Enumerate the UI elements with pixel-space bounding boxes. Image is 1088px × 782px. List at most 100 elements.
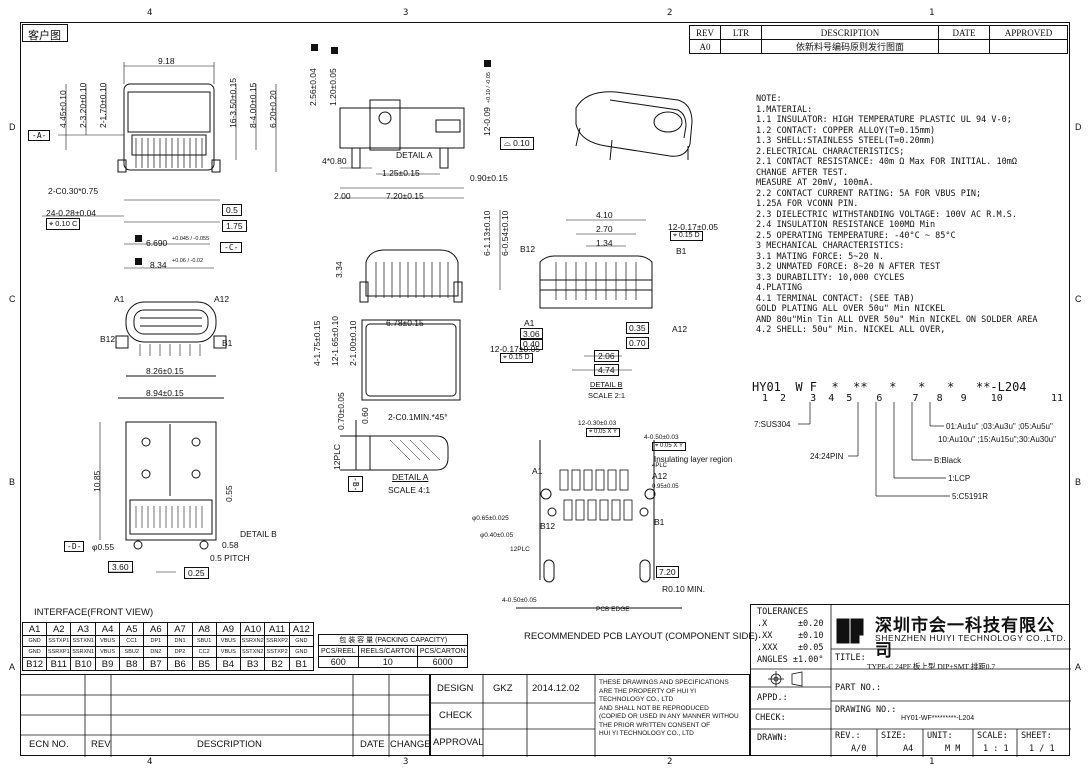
drawn-label: DRAWN: [757,733,788,743]
packing-value: 10 [357,656,418,668]
check-label: CHECK [439,710,473,721]
packing-value: 600 [318,656,359,668]
tolerance-xxx: .XXX ±0.05 [757,643,824,653]
signal-label: SSRXN1 [70,646,97,658]
signal-label: SSRXN2 [239,635,266,647]
front-view-outline [117,83,221,173]
dim-1-75-box: 1.75 [222,220,247,232]
tolerances-title: TOLERANCES [757,607,809,617]
tol-position-0-15-d-bottom: ⌖ 0.15 D [500,353,533,363]
note-line: CHANGE AFTER TEST. [756,167,849,178]
dim-16-3-50: 16-3.50±0.15 [228,77,238,128]
date-header-bottom: DATE [360,739,385,750]
dim-2-70: 2.70 [596,224,613,234]
label-a12-detail-b: A12 [672,324,688,334]
label-pcb-edge: PCB EDGE [596,606,630,613]
dim-2-1-70: 2-1.70±0.10 [98,82,108,128]
note-line: 2.ELECTRICAL CHARACTERISTICS; [756,146,905,157]
dim-0-40: 0.40 [520,338,543,350]
signal-label: VBUS [215,635,241,647]
dim-2-06: 2.06 [594,350,619,362]
dim-4-0-50-top: 4-0.50±0.03 [644,434,679,441]
tol-position-0-05-xy-right: ⌖ 0.05 X Y [652,442,686,451]
dim-12-0-17-top: 12-0.17±0.05 [668,222,719,232]
dim-4-0-50-bottom: 4-0.50±0.05 [502,597,537,604]
dim-8-26: 8.26±0.15 [146,366,184,376]
tol-flatness-0-10: ⌓ 0.10 [500,137,534,150]
projection-symbol [768,671,803,687]
dim-0-70-detail-b: 0.70 [626,337,649,349]
detail-b-title: DETAIL B [590,380,623,389]
detail-a-title: DETAIL A [392,472,429,482]
dim-chamfer-c0-30: 2-C0.30*0.75 [48,186,99,196]
signal-label: GND [288,646,315,658]
property-notice: THESE DRAWINGS AND SPECIFICATIONS ARE TH… [599,679,749,739]
zone-row-D-right: D [1075,122,1082,132]
isometric-view-outline [575,91,693,161]
note-line: MEASURE AT 20mV, 100mA. [756,178,874,188]
drawing-no-label: DRAWING NO.: [835,705,897,715]
customer-drawing-label: 客户图 [28,30,61,42]
label-detail-b-bottom: DETAIL B [240,529,277,539]
packing-value: 6000 [416,656,469,668]
pcb-layout-title: RECOMMENDED PCB LAYOUT (COMPONENT SIDE) [524,631,758,642]
pin-label: A12 [288,622,315,636]
change-header: CHANGE [390,739,431,750]
dim-8-34: 8.34 [150,260,167,270]
dim-0-5-pitch: 0.5 PITCH [210,553,250,563]
part-code: HY01 W F * ** * * * **-L204 [752,380,1027,394]
sheet-value: 1 / 1 [1029,744,1055,754]
signal-label: CC1 [119,635,145,647]
company-logo [836,618,864,644]
pin-label: A11 [264,622,290,636]
tol-position-0-05-xy-top: ⌖ 0.05 X Y [586,428,620,437]
ecn-no-header: ECN NO. [29,739,69,750]
zone-col-3-bottom: 3 [403,757,409,767]
part-no-label: PART NO.: [835,683,882,693]
label-b1-pcb: B1 [654,517,665,527]
property-line: AND SHALL NOT BE REPRODUCED [599,704,709,712]
size-value: A4 [903,744,914,754]
zone-markers-right: D C B A [1072,22,1086,756]
zone-col-2-bottom: 2 [667,757,673,767]
signal-label: GND [21,635,48,647]
company-title-block: TOLERANCES .X ±0.20 .XX ±0.10 .XXX ±0.05… [750,604,1071,757]
ecn-grid [21,675,431,757]
tol-position-0-10-c: ⌖ 0.10 C [46,218,81,230]
note-line: 2.1 CONTACT RESISTANCE: 40m Ω Max FOR IN… [756,157,1017,167]
note-line: 2.2 CONTACT CURRENT RATING: 5A FOR VBUS … [756,188,982,199]
notes-block: NOTE: 1.MATERIAL: 1.1 INSULATOR: HIGH TE… [756,94,1037,336]
note-line: 3.2 UNMATED FORCE: 8~20 N AFTER TEST [756,262,941,272]
signal-label: VBUS [215,646,241,658]
pin-label: A8 [191,622,217,636]
option-pin-count: 24:24PIN [810,452,844,461]
interface-row-signal-b: GND SSRXP1 SSRXN1 VBUS SBU2 DN2 DP2 CC2 … [21,646,315,658]
pin-label: A4 [95,622,121,636]
pin-label: A1 [21,622,48,636]
packing-header: PCS/REEL [318,645,359,657]
note-line: 3.3 DURABILITY: 10,000 CYCLES [756,272,905,283]
interface-row-b: B12 B11 B10 B9 B8 B7 B6 B5 B4 B3 B2 B1 [21,657,315,671]
appd-label: APPD.: [757,693,788,703]
bottom-view-outline [125,421,217,550]
approval-label: APPROVAL [433,737,484,748]
signal-label: SSRXP1 [46,646,72,658]
pin-label: B1 [288,657,315,671]
label-4plc: 4PLC [652,463,668,469]
pin-label: A5 [119,622,145,636]
dim-0-58: 0.58 [222,540,239,550]
zone-row-A-right: A [1075,662,1082,672]
top-view-outline [359,249,463,401]
company-name-en: SHENZHEN HUIYI TECHNOLOGY CO.,LTD. [875,633,1067,643]
signal-label: SBU1 [191,635,217,647]
dim-2-1-00: 2-1.00±0.10 [348,320,358,366]
signal-label: SSTXN1 [70,635,97,647]
label-12plc-pcb: 12PLC [510,546,530,553]
zone-col-4: 4 [147,8,153,18]
label-b12-front: B12 [100,334,116,344]
note-line: NOTE: [756,94,782,104]
dim-width-9-18: 9.18 [158,56,175,66]
option-material: 1:LCP [948,474,971,483]
part-code-positions: 1 2 3 4 5 6 7 8 9 10 11 [762,393,1064,404]
